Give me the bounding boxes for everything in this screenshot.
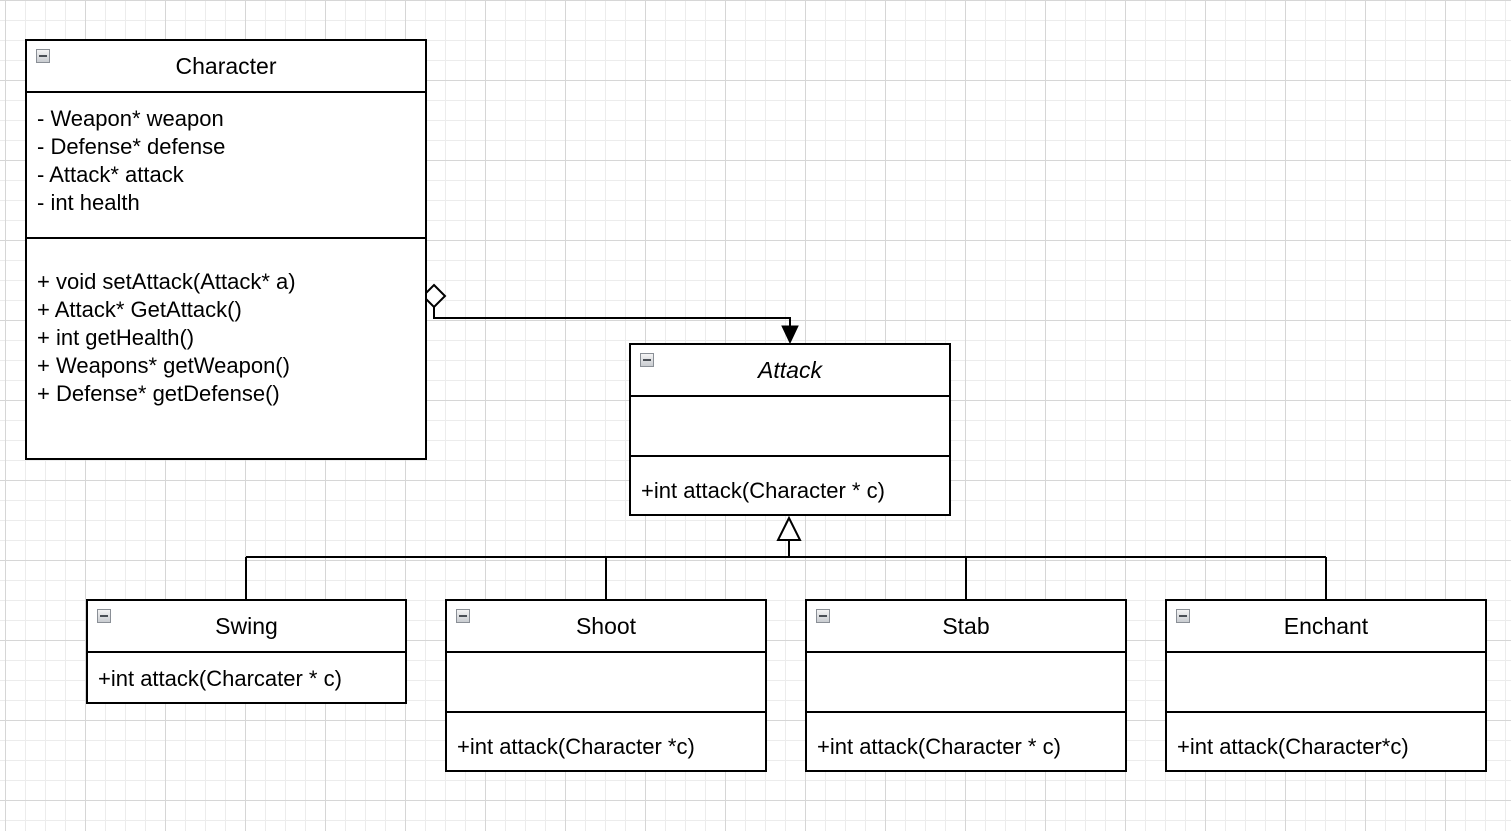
method-line: +int attack(Charcater * c) (98, 666, 342, 691)
collapse-icon[interactable] (1176, 609, 1190, 623)
class-header: Shoot (447, 601, 765, 653)
class-name: Attack (758, 356, 822, 383)
class-attack[interactable]: Attack +int attack(Character * c) (629, 343, 951, 516)
method-line: + Attack* GetAttack() (37, 297, 242, 322)
class-name: Stab (942, 612, 990, 639)
arrowhead-icon (781, 325, 799, 345)
methods-section: +int attack(Charcater * c) (88, 653, 405, 693)
collapse-icon[interactable] (36, 49, 50, 63)
class-header: Stab (807, 601, 1125, 653)
attributes-section (631, 397, 949, 457)
methods-section: +int attack(Character*c) (1167, 713, 1485, 761)
method-line: +int attack(Character * c) (641, 478, 885, 503)
class-header: Attack (631, 345, 949, 397)
class-header: Swing (88, 601, 405, 653)
method-line: +int attack(Character *c) (457, 734, 695, 759)
collapse-icon[interactable] (456, 609, 470, 623)
class-name: Enchant (1283, 612, 1369, 639)
methods-section: +int attack(Character *c) (447, 713, 765, 761)
method-line: + void setAttack(Attack* a) (37, 269, 296, 294)
class-swing[interactable]: Swing +int attack(Charcater * c) (86, 599, 407, 704)
attribute-line: - Weapon* weapon (37, 106, 224, 131)
method-line: +int attack(Character * c) (817, 734, 1061, 759)
method-line: + Defense* getDefense() (37, 381, 280, 406)
attributes-section (1167, 653, 1485, 713)
class-shoot[interactable]: Shoot +int attack(Character *c) (445, 599, 767, 772)
method-line: +int attack(Character*c) (1177, 734, 1409, 759)
attribute-line: - int health (37, 190, 140, 215)
attributes-section (807, 653, 1125, 713)
methods-section: +int attack(Character * c) (807, 713, 1125, 761)
class-header: Enchant (1167, 601, 1485, 653)
class-character[interactable]: Character - Weapon* weapon - Defense* de… (25, 39, 427, 460)
class-name: Swing (215, 612, 278, 639)
inheritance-triangle-icon (776, 515, 802, 541)
methods-section: + void setAttack(Attack* a) + Attack* Ge… (27, 239, 425, 408)
collapse-icon[interactable] (640, 353, 654, 367)
class-enchant[interactable]: Enchant +int attack(Character*c) (1165, 599, 1487, 772)
method-line: + Weapons* getWeapon() (37, 353, 290, 378)
methods-section: +int attack(Character * c) (631, 457, 949, 505)
attribute-line: - Attack* attack (37, 162, 184, 187)
class-name: Character (175, 52, 277, 79)
method-line: + int getHealth() (37, 325, 195, 350)
attributes-section (447, 653, 765, 713)
class-name: Shoot (575, 612, 637, 639)
attribute-line: - Defense* defense (37, 134, 226, 159)
attributes-section: - Weapon* weapon - Defense* defense - At… (27, 93, 425, 239)
aggregation-edge[interactable] (433, 307, 791, 328)
class-header: Character (27, 41, 425, 93)
class-stab[interactable]: Stab +int attack(Character * c) (805, 599, 1127, 772)
collapse-icon[interactable] (816, 609, 830, 623)
collapse-icon[interactable] (97, 609, 111, 623)
